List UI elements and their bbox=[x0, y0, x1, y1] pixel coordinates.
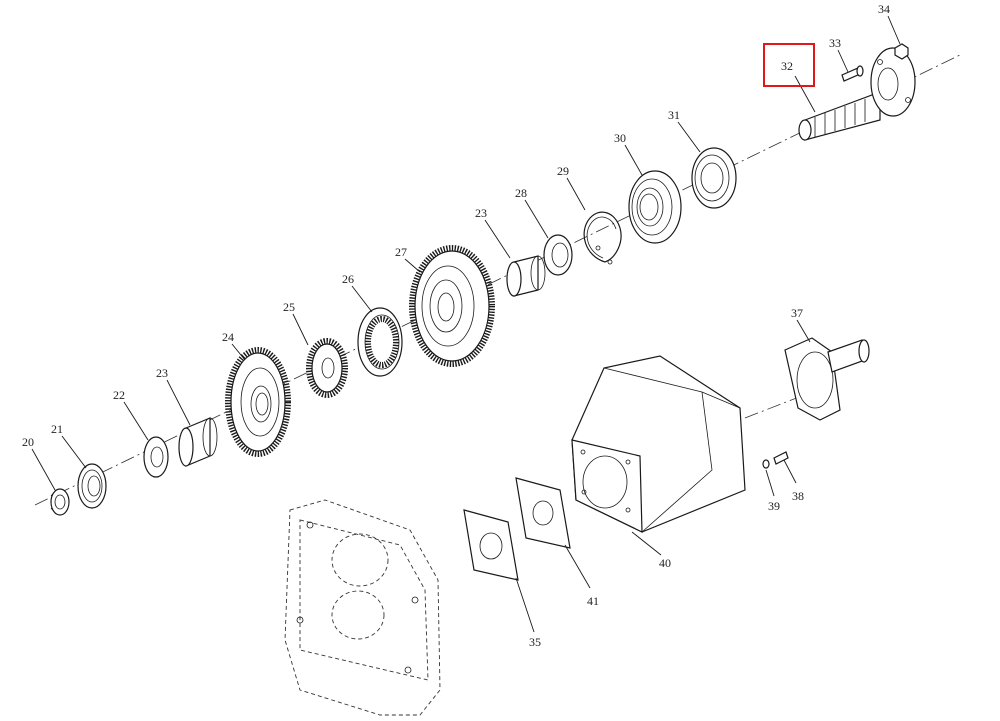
label-28: 28 bbox=[515, 186, 527, 200]
part-38-bolt[interactable] bbox=[773, 451, 789, 465]
label-40: 40 bbox=[659, 556, 671, 570]
part-20-nut[interactable] bbox=[50, 488, 70, 516]
label-39: 39 bbox=[768, 499, 780, 513]
part-28-spacer[interactable] bbox=[543, 234, 573, 276]
label-32: 32 bbox=[781, 59, 793, 73]
highlight-box bbox=[763, 43, 815, 87]
part-25-small-gear[interactable] bbox=[306, 338, 348, 398]
label-22: 22 bbox=[113, 388, 125, 402]
label-25: 25 bbox=[283, 300, 295, 314]
label-20: 20 bbox=[22, 435, 34, 449]
part-41-gasket[interactable] bbox=[515, 477, 571, 549]
label-26: 26 bbox=[342, 272, 354, 286]
part-32-output-shaft[interactable] bbox=[798, 47, 916, 141]
label-33: 33 bbox=[829, 36, 841, 50]
part-23-bushing-right[interactable] bbox=[506, 255, 546, 297]
part-33-bolt[interactable] bbox=[841, 65, 864, 82]
gearbox-case-outline bbox=[284, 499, 441, 716]
part-21-bearing[interactable] bbox=[77, 463, 107, 509]
leader-lines bbox=[31, 15, 901, 633]
part-27-gear[interactable] bbox=[409, 245, 495, 367]
label-27: 27 bbox=[395, 245, 407, 259]
part-39-washer[interactable] bbox=[762, 459, 770, 469]
label-35: 35 bbox=[529, 635, 541, 649]
part-31-oil-seal[interactable] bbox=[691, 147, 737, 209]
part-labels: 20 21 22 23 24 25 26 27 23 28 29 30 31 3… bbox=[22, 2, 890, 649]
part-24-gear[interactable] bbox=[225, 347, 291, 457]
part-37-coupling[interactable] bbox=[784, 337, 870, 421]
label-23-right: 23 bbox=[475, 206, 487, 220]
label-37: 37 bbox=[791, 306, 803, 320]
label-38: 38 bbox=[792, 489, 804, 503]
part-34-nut[interactable] bbox=[894, 43, 909, 60]
part-22-washer[interactable] bbox=[143, 436, 169, 478]
label-34: 34 bbox=[878, 2, 890, 16]
label-30: 30 bbox=[614, 131, 626, 145]
label-41: 41 bbox=[587, 594, 599, 608]
part-26-ring[interactable] bbox=[357, 307, 403, 377]
label-24: 24 bbox=[222, 330, 234, 344]
part-23-bushing-left[interactable] bbox=[178, 417, 218, 467]
label-21: 21 bbox=[51, 422, 63, 436]
label-23-left: 23 bbox=[156, 366, 168, 380]
label-29: 29 bbox=[557, 164, 569, 178]
part-35-gasket[interactable] bbox=[463, 509, 519, 581]
part-29-circlip[interactable] bbox=[583, 211, 622, 265]
label-31: 31 bbox=[668, 108, 680, 122]
part-40-housing[interactable] bbox=[571, 355, 746, 533]
part-30-ball-bearing[interactable] bbox=[628, 170, 682, 244]
